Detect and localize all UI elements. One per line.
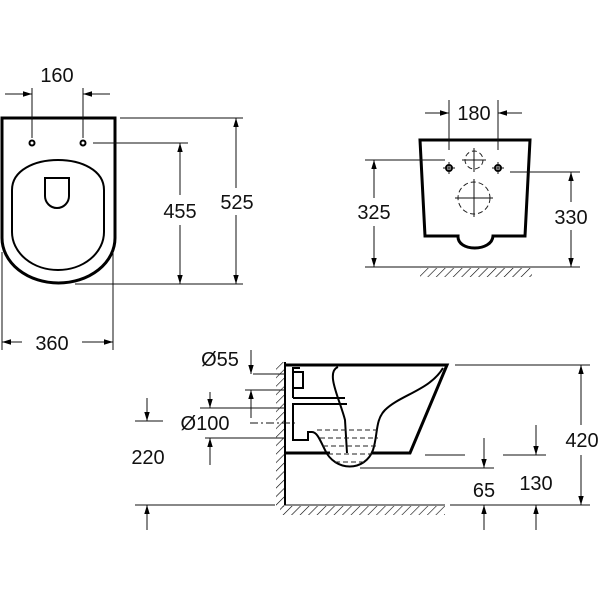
side-view: Ø55 Ø100 220 65 130 420 (131, 349, 599, 530)
dim-hole-spacing: 160 (40, 65, 73, 87)
outlet-circle (455, 179, 493, 217)
floor-hatch-front (420, 268, 532, 277)
dim-height: 420 (565, 430, 598, 452)
dim-width: 360 (35, 333, 68, 355)
front-outline (418, 138, 532, 250)
dim-inlet-height-right: 330 (554, 207, 587, 229)
dim-inlet-height-left: 325 (357, 202, 390, 224)
fixing-hole-left (28, 139, 36, 147)
dim-inlet-diameter: Ø55 (201, 349, 239, 371)
water-level (317, 429, 378, 463)
inlet-connector (292, 371, 304, 389)
dim-rim-to-bottom: 130 (519, 473, 552, 495)
side-outline (286, 363, 450, 455)
inlet-circle (462, 148, 486, 172)
dim-bolt-spacing: 180 (457, 103, 490, 125)
lid-hinge (44, 177, 70, 209)
top-view: 160 455 525 360 (0, 65, 254, 355)
bolt-hole-right (492, 162, 504, 174)
seat-outline (11, 159, 105, 271)
dim-trap-depth: 65 (473, 480, 495, 502)
wall-hatch (276, 362, 285, 507)
dim-hole-to-front: 455 (163, 201, 196, 223)
bowl-outline (0, 116, 117, 285)
dim-outlet-height: 220 (131, 447, 164, 469)
front-view: 180 325 330 (357, 100, 588, 277)
floor-hatch-side (280, 506, 445, 515)
dim-length: 525 (220, 192, 253, 214)
dim-outlet-diameter: Ø100 (181, 413, 230, 435)
fixing-hole-right (79, 139, 87, 147)
bolt-hole-left (443, 162, 455, 174)
bowl-inner (292, 366, 444, 468)
